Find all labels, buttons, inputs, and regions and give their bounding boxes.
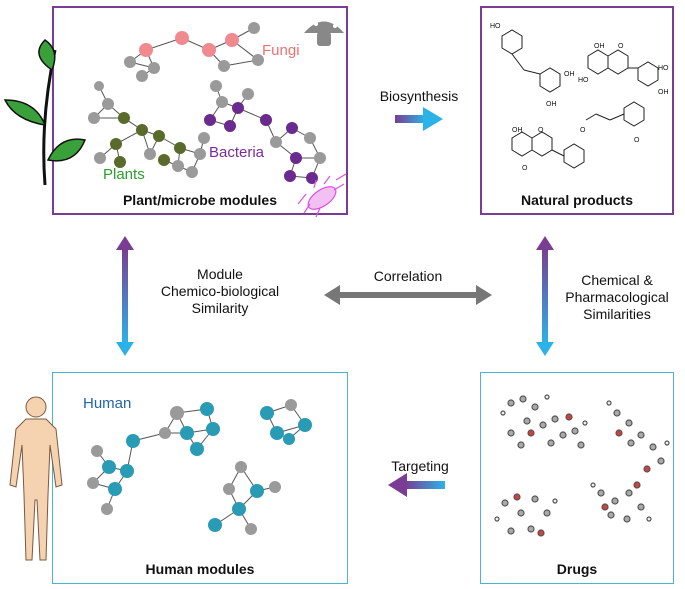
targeting-label: Targeting [391,458,449,474]
atom-label: O [522,165,528,172]
human-figure-icon [9,396,63,561]
drug-molecules [494,394,670,537]
mushroom-icon [304,17,344,46]
fungi-label: Fungi [262,42,300,59]
targeting-arrow [388,473,445,497]
atom-label: O [634,137,640,144]
atom-label: O [538,127,544,134]
natural-products-panel: HO OH OH HO OH HO O OH O O O OH O Natura… [480,6,674,215]
module-similarity-line: Module [197,266,243,282]
human-modules-caption: Human modules [145,561,255,577]
atom-label: O [580,127,586,134]
module-similarity-line: Similarity [191,300,249,316]
correlation-label: Correlation [373,268,443,284]
atom-label: O [618,43,624,50]
atom-label: OH [594,43,605,50]
chem-pharm-line: Pharmacological [565,289,669,305]
atom-label: HO [578,77,589,84]
chem-pharm-line: Chemical & [581,272,653,288]
plant-icon [3,39,87,186]
plants-label: Plants [103,166,145,183]
plant-microbe-panel: Fungi Bacteria Plants Plant/microbe modu… [52,6,348,217]
human-label: Human [83,395,132,412]
atom-label: HO [658,65,669,72]
atom-label: HO [490,23,501,30]
plant-microbe-network [88,17,347,217]
plant-microbe-caption: Plant/microbe modules [122,192,278,208]
atom-label: OH [512,127,523,134]
chem-pharm-arrow [536,236,554,356]
atom-label: OH [546,101,557,108]
natural-products-caption: Natural products [520,192,633,208]
human-network [87,399,312,535]
drugs-caption: Drugs [556,561,598,577]
atom-label: OH [658,89,669,96]
bacterium-icon [297,173,347,217]
chem-pharm-line: Similarities [583,306,651,322]
biosynthesis-label: Biosynthesis [379,88,459,104]
bacteria-label: Bacteria [209,144,265,161]
drugs-panel: Drugs [480,372,674,584]
module-similarity-arrow [116,236,134,356]
biosynthesis-arrow [395,107,443,131]
atom-label: OH [564,71,575,78]
module-similarity-label: Module Chemico-biological Similarity [140,266,300,317]
molecule-structures [501,29,659,169]
chem-pharm-label: Chemical & Pharmacological Similarities [556,272,678,323]
human-modules-panel: Human Human modules [52,372,348,584]
correlation-arrow [324,285,492,305]
module-similarity-line: Chemico-biological [160,283,280,299]
